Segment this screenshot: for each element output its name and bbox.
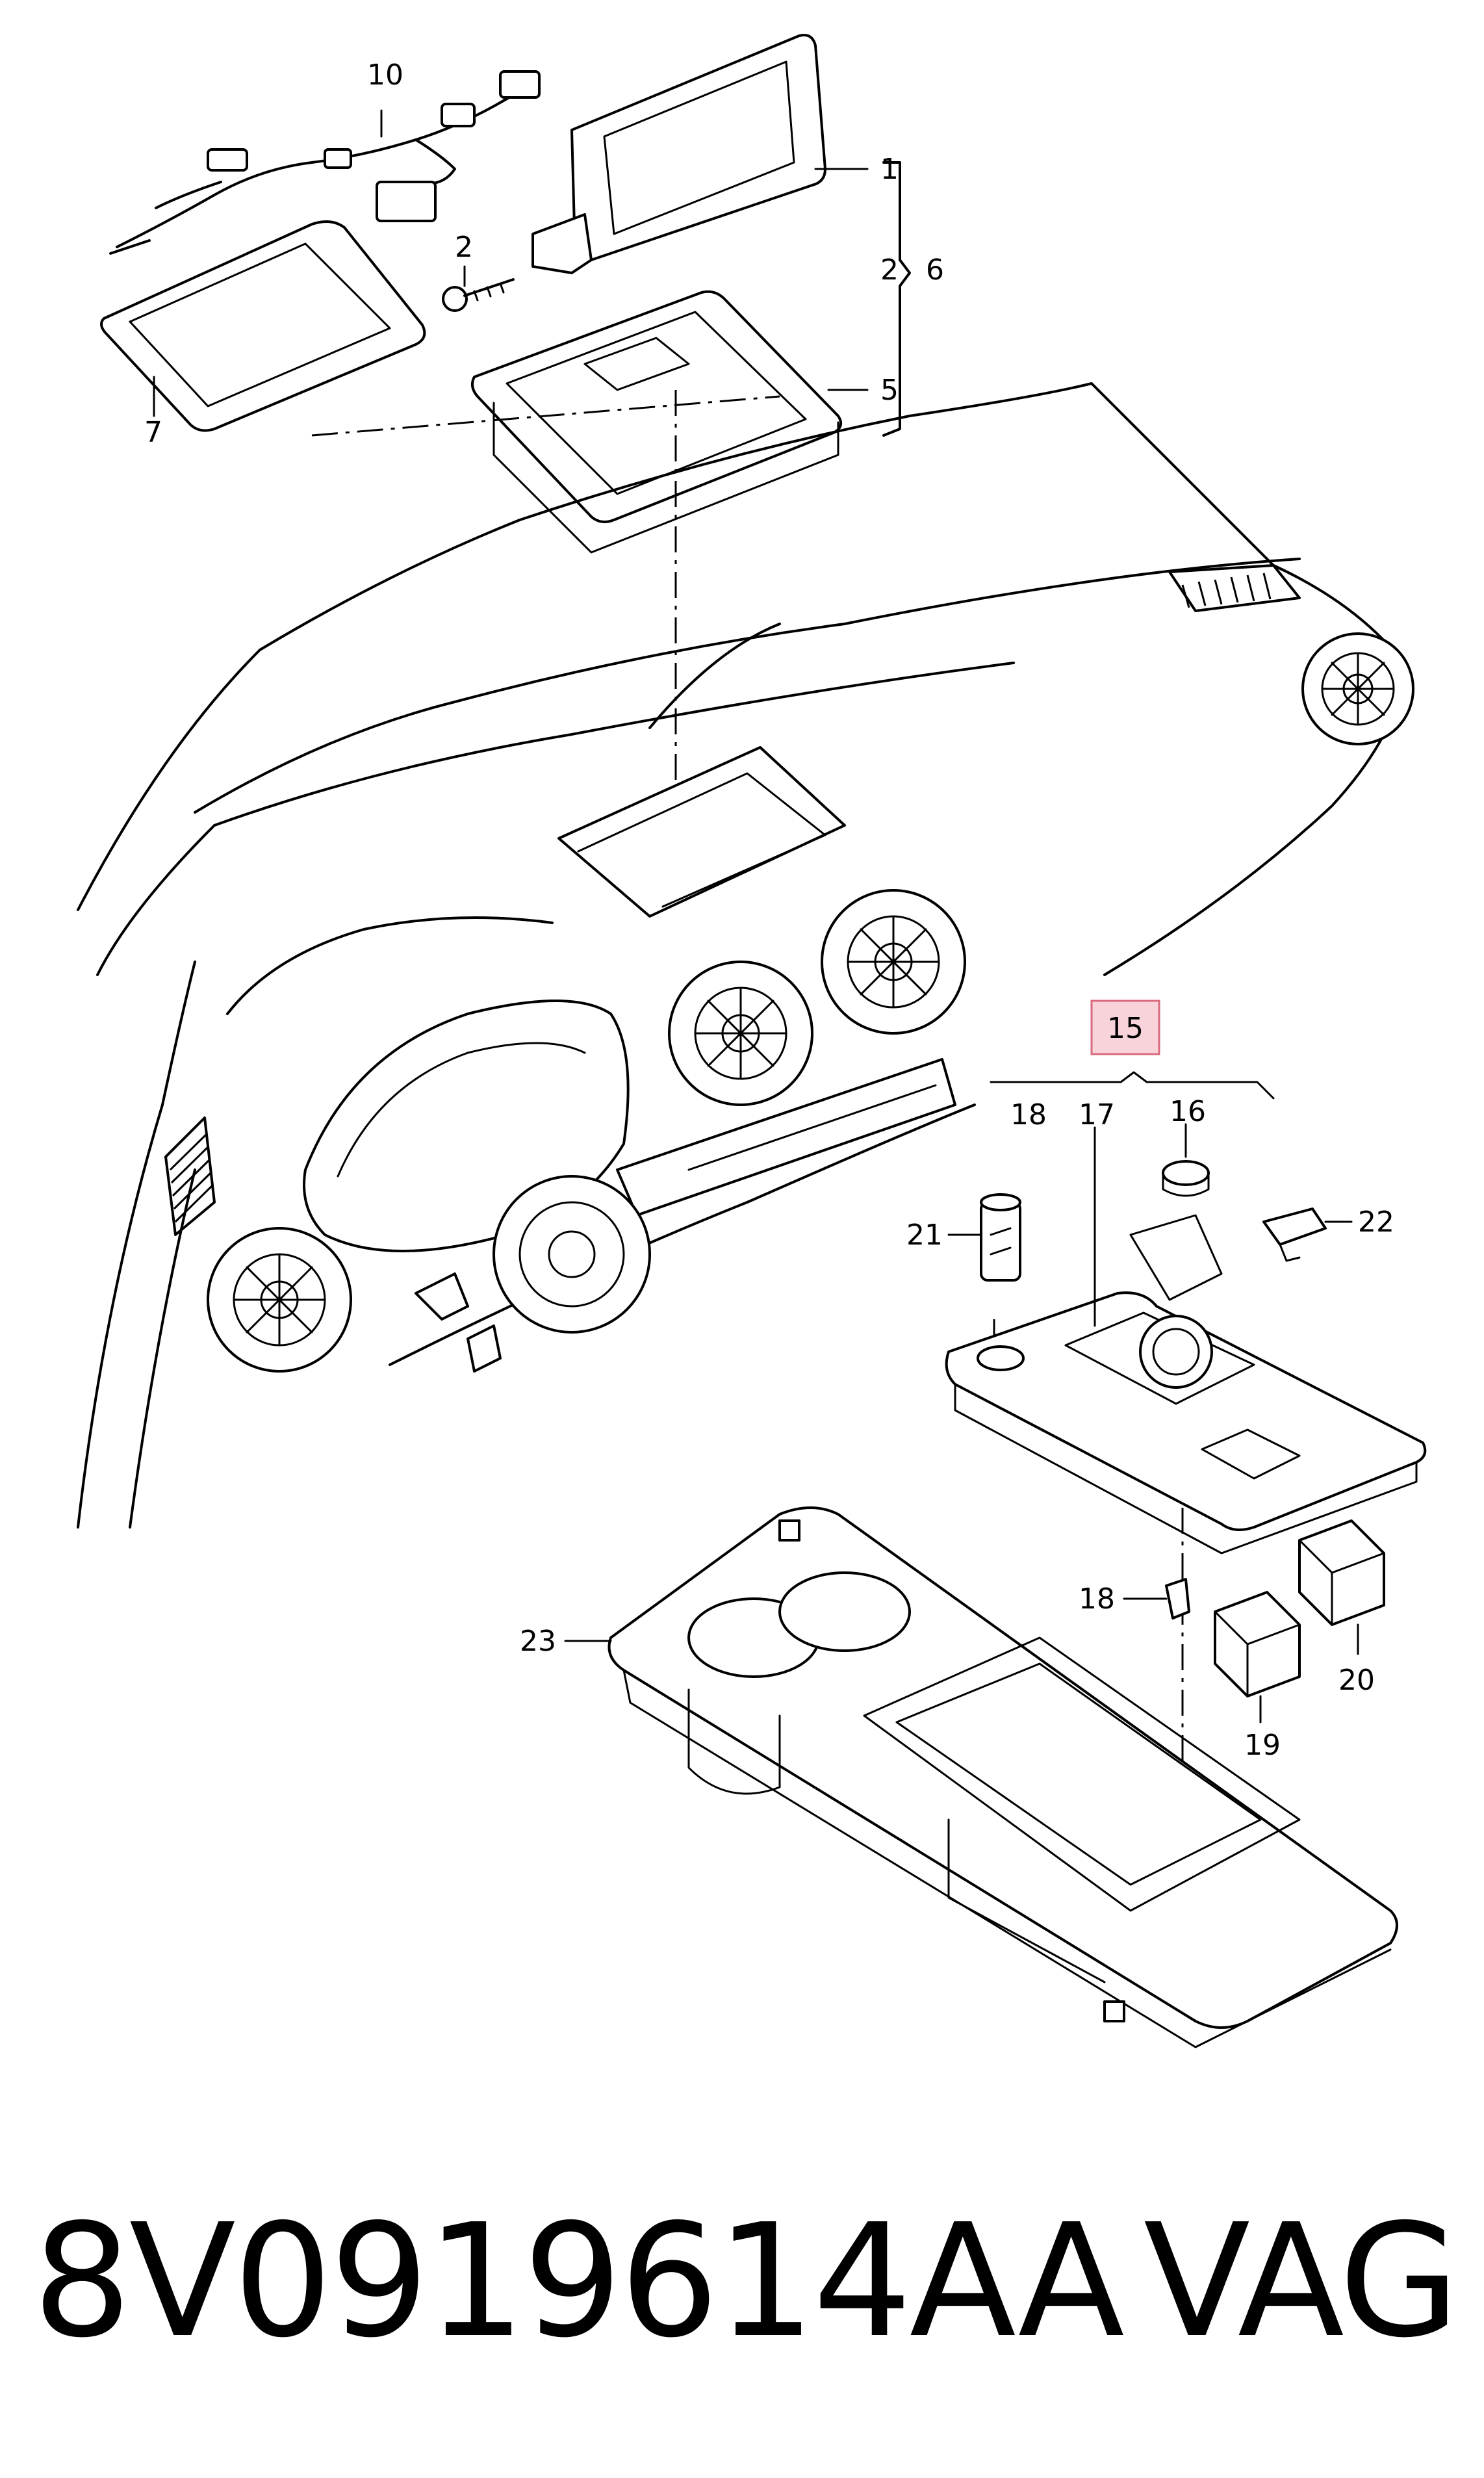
part-label-18-top: 18 bbox=[1010, 1098, 1047, 1131]
air-vent-right bbox=[1301, 632, 1414, 745]
part-label-22: 22 bbox=[1358, 1206, 1394, 1239]
part-label-19: 19 bbox=[1244, 1729, 1281, 1762]
cover-cap bbox=[1262, 1207, 1327, 1262]
center-console-switch-panel bbox=[945, 1214, 1427, 1555]
part-label-2-group: 2 bbox=[880, 253, 899, 287]
air-vent-center-right bbox=[821, 889, 966, 1035]
part-label-2: 2 bbox=[455, 231, 473, 264]
part-label-18-bottom: 18 bbox=[1079, 1582, 1115, 1616]
dashboard bbox=[77, 382, 1405, 1529]
switch-20 bbox=[1298, 1519, 1385, 1626]
usb-socket bbox=[980, 1193, 1021, 1282]
control-unit bbox=[470, 290, 842, 554]
part-code: 8V0919614AA bbox=[32, 2190, 1125, 2372]
part-label-5: 5 bbox=[880, 374, 899, 407]
part-label-16: 16 bbox=[1170, 1095, 1206, 1128]
display-screen bbox=[531, 34, 826, 274]
part-label-21: 21 bbox=[906, 1219, 943, 1252]
wiring-harness bbox=[109, 70, 541, 255]
brand-name: VAG bbox=[1144, 2190, 1460, 2372]
part-label-6: 6 bbox=[926, 253, 944, 287]
display-trim-frame bbox=[100, 220, 426, 432]
center-console bbox=[608, 1506, 1398, 2048]
switch-19 bbox=[1214, 1591, 1301, 1697]
steering-wheel-hub bbox=[415, 1175, 651, 1373]
leader-lines bbox=[153, 109, 1359, 1723]
air-vent-left bbox=[207, 1227, 352, 1373]
parts-exploded-diagram: 10 1 2 2 6 5 7 15 18 17 16 21 22 18 23 2… bbox=[77, 34, 1427, 2048]
knob bbox=[1162, 1160, 1210, 1197]
part-label-10: 10 bbox=[367, 58, 403, 92]
screw bbox=[442, 278, 515, 312]
part-label-1: 1 bbox=[880, 153, 899, 186]
part-label-7: 7 bbox=[144, 416, 162, 449]
part-label-15: 15 bbox=[1107, 1012, 1144, 1045]
part-label-17: 17 bbox=[1079, 1098, 1115, 1131]
air-vent-center-left bbox=[668, 961, 813, 1106]
callout-15-highlight bbox=[1090, 1000, 1160, 1055]
part-label-20: 20 bbox=[1338, 1664, 1375, 1697]
clip bbox=[1165, 1578, 1190, 1620]
part-label-23: 23 bbox=[520, 1625, 556, 1658]
